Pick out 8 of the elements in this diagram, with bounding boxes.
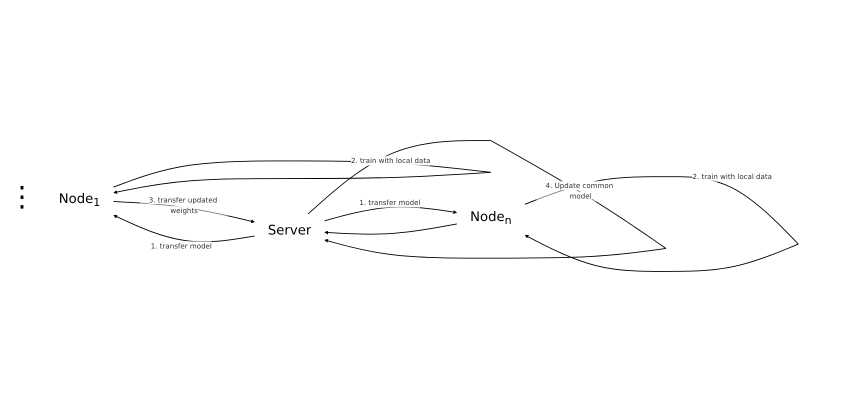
node-text: Node$_{n}$ (470, 208, 512, 227)
arrow (324, 206, 457, 222)
arrow (324, 224, 457, 235)
arrow (307, 140, 666, 259)
arrow (112, 214, 255, 242)
node-text: Server (267, 222, 311, 238)
vertical-ellipsis: ⋮ (8, 180, 36, 213)
node-text: Node$_{1}$ (58, 190, 100, 209)
